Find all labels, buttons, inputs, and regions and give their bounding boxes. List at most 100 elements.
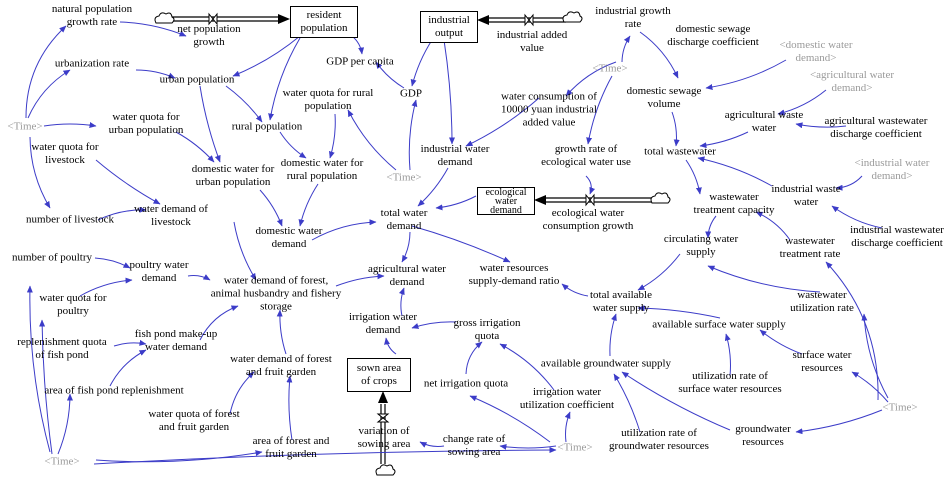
link-poultry-number-to-poultry-demand [94, 257, 131, 269]
link-poultry-demand-to-forest-animal [187, 274, 211, 281]
fish-pond-make-up-water-demand: fish pond make-up water demand [134, 328, 218, 353]
link-industrial-consumption-to-industrial-demand [465, 97, 540, 147]
link-arrows [25, 21, 889, 465]
available-groundwater-supply: available groundwater supply [540, 357, 672, 370]
domestic-water-demand: domestic water demand [255, 225, 323, 250]
link-resident-to-urban-population [232, 35, 301, 77]
flow-valve-icon [524, 13, 534, 27]
utilization-rate-of-surface-water-resources: utilization rate of surface water resour… [678, 370, 782, 395]
link-time-to-groundwater-resources [795, 409, 883, 435]
link-industrial-output-to-industrial-demand [443, 39, 455, 145]
water-consumption-of-10000-yuan-industrial-added-value: water consumption of 10000 yuan industri… [501, 90, 597, 129]
urbanization-rate: urbanization rate [54, 57, 130, 70]
link-time-to-industrial-consumption [565, 61, 617, 97]
flow-pipes [154, 11, 671, 476]
link-forest-area-to-forest-fruit-demand [286, 375, 293, 441]
change-rate-of-sowing-area: change rate of sowing area [442, 433, 506, 458]
link-agri-shadow-to-agri-waste [777, 89, 827, 116]
domestic-water-for-urban-population: domestic water for urban population [191, 163, 275, 188]
link-groundwater-resources-to-groundwater-supply [621, 371, 731, 431]
link-total-demand-to-ratio [411, 225, 511, 263]
water-demand-of-livestock: water demand of livestock [134, 203, 208, 228]
domestic-sewage-discharge-coefficient: domestic sewage discharge coefficient [667, 23, 759, 48]
link-agricultural-demand-to-total [401, 231, 411, 263]
agricultural-waste-water: agricultural waste water [724, 109, 804, 134]
link-surface-resources-to-surface-supply [759, 329, 803, 355]
net-irrigation-quota: net irrigation quota [423, 377, 509, 390]
link-sewage-coefficient-to-sewage-volume [639, 31, 679, 79]
link-time-to-fish-quota [39, 319, 53, 455]
link-forest-fruit-demand-to-forest-animal [276, 309, 287, 355]
link-fish-demand-to-forest-animal [199, 305, 239, 341]
cloud-source-icon [562, 11, 583, 23]
link-change-rate-to-sowing-variation [419, 441, 445, 448]
link-gross-quota-to-irrigation-demand [411, 321, 457, 329]
area-of-forest-and-fruit-garden: area of forest and fruit garden [252, 435, 330, 460]
link-time-to-urban-quota [43, 122, 97, 128]
wastewater-utilization-rate: wastewater utilization rate [790, 289, 854, 314]
total-wastewater: total wastewater [644, 145, 716, 158]
total-available-water-supply: total available water supply [590, 289, 652, 314]
link-livestock-quota-to-livestock-demand [95, 159, 161, 205]
industrial-wastewater-discharge-coefficient: industrial wastewater discharge coeffici… [850, 224, 944, 249]
link-poultry-quota-to-poultry-demand [79, 277, 133, 297]
variation-of-sowing-area: variation of sowing area [357, 425, 411, 450]
domestic-water-demand-shadow: <domestic water demand> [779, 39, 853, 64]
link-time-to-forest-area [95, 450, 263, 463]
link-time-to-rural-quota [347, 109, 397, 171]
domestic-sewage-volume: domestic sewage volume [626, 85, 702, 110]
link-agri-waste-to-total-wastewater [699, 131, 749, 149]
link-surface-rate-to-surface-supply [724, 333, 731, 377]
link-time-to-urbanization-rate [27, 69, 71, 119]
link-time-to-net-quota [469, 395, 551, 443]
water-quota-of-forest-and-fruit-garden: water quota of forest and fruit garden [148, 408, 240, 433]
circulating-water-supply: circulating water supply [663, 233, 739, 258]
time-shadow-bottom-mid: <Time> [557, 441, 593, 454]
link-fish-quota-to-fish-demand [113, 339, 147, 347]
stock-resident-population: resident population [290, 6, 358, 38]
link-net-quota-to-gross-quota [465, 341, 483, 375]
link-forest-quota-to-forest-fruit-demand [229, 371, 255, 415]
time-shadow-right: <Time> [882, 401, 918, 414]
total-water-demand: total water demand [380, 207, 428, 232]
link-treatment-rate-to-treatment-capacity [755, 211, 791, 241]
link-forest-animal-to-agricultural [335, 273, 385, 287]
flow-valve-icon [585, 193, 595, 207]
link-total-supply-to-ratio [561, 283, 589, 297]
water-demand-of-forest-and-fruit-garden: water demand of forest and fruit garden [230, 353, 332, 378]
agricultural-wastewater-discharge-coefficient: agricultural wastewater discharge coeffi… [824, 115, 928, 140]
link-urban-to-rural-population [225, 85, 263, 123]
link-industrial-output-to-gdp [410, 39, 433, 87]
link-time-to-change-rate-long [93, 447, 557, 465]
link-fish-area-to-fish-demand [109, 349, 147, 387]
urban-population: urban population [159, 73, 235, 86]
time-shadow-mid: <Time> [386, 171, 422, 184]
agricultural-water-demand: agricultural water demand [368, 263, 446, 288]
link-groundwater-supply-to-total [609, 313, 617, 357]
replenishment-quota-of-fish-pond: replenishment quota of fish pond [17, 336, 107, 361]
link-time-to-utilization-rate [861, 313, 889, 399]
link-rural-population-to-domestic-rural [279, 131, 307, 159]
industrial-water-demand: industrial water demand [420, 143, 490, 168]
water-quota-for-urban-population: water quota for urban population [108, 111, 184, 136]
water-quota-for-rural-population: water quota for rural population [282, 87, 374, 112]
link-domestic-demand-to-total [311, 219, 377, 241]
link-treatment-capacity-to-circulating [705, 215, 717, 239]
link-time-to-utilization-coefficient [564, 411, 571, 443]
agricultural-water-demand-shadow: <agricultural water demand> [809, 69, 895, 94]
link-time-to-surface-resources [851, 371, 889, 403]
cloud-source-icon [650, 192, 671, 204]
link-urban-population-to-domestic-urban [199, 85, 221, 163]
ecological-water-consumption-growth: ecological water consumption growth [542, 207, 634, 232]
gross-irrigation-quota: gross irrigation quota [453, 317, 521, 342]
link-industrial-shadow-to-industrial-waste [835, 175, 863, 191]
wastewater-treatment-rate: wastewater treatment rate [779, 235, 841, 260]
link-total-wastewater-to-treatment-capacity [685, 159, 702, 195]
link-urbanization-to-urban-population [135, 69, 176, 79]
link-industrial-coefficient-to-industrial-waste [831, 205, 883, 229]
link-irrigation-to-agricultural [398, 287, 405, 317]
link-time-to-poultry-number [26, 285, 51, 453]
natural-population-growth-rate: natural population growth rate [51, 3, 133, 28]
wastewater-treatment-capacity: wastewater treatment capacity [693, 191, 775, 216]
